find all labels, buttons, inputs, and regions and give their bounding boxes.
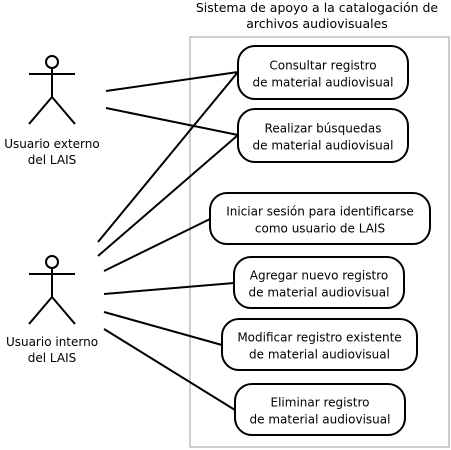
use-case-box [234, 383, 406, 436]
associations-layer [97, 71, 239, 411]
actor-label-line: del LAIS [28, 153, 76, 167]
association-externo-realizar [105, 107, 239, 136]
association-interno-modificar [103, 311, 223, 346]
use-case-label-line: Realizar búsquedas [265, 122, 382, 136]
association-interno-realizar [97, 134, 239, 257]
association-interno-agregar [103, 282, 235, 295]
system-title-line-1: Sistema de apoyo a la catalogación de [196, 0, 439, 15]
use-case-realizar: Realizar búsquedas de material audiovisua… [237, 108, 409, 163]
actor-head [45, 55, 59, 69]
use-case-box [237, 45, 409, 100]
actor-right-leg [51, 296, 76, 325]
use-case-label-line: Eliminar registro [271, 396, 370, 410]
actors-layer: Usuario externo del LAIS Usuario interno de… [4, 55, 100, 365]
use-case-label-line: de material audiovisual [249, 348, 390, 362]
actor-externo: Usuario externo del LAIS [4, 55, 100, 167]
association-interno-eliminar [103, 328, 236, 411]
use-case-eliminar: Eliminar registro de material audiovisual [234, 383, 406, 436]
system-title-line-2: archivos audiovisuales [246, 16, 388, 31]
use-case-agregar: Agregar nuevo registro de material audiov… [233, 256, 405, 309]
use-case-consultar: Consultar registro de material audiovisua… [237, 45, 409, 100]
use-case-modificar: Modificar registro existente de material … [221, 318, 418, 371]
actor-label-line: del LAIS [28, 351, 76, 365]
use-case-label-line: Iniciar sesión para identificarse [226, 205, 414, 219]
use-case-label-line: de material audiovisual [250, 413, 391, 427]
association-externo-consultar [105, 71, 239, 92]
actor-right-leg [51, 96, 76, 125]
use-cases-layer: Consultar registro de material audiovisua… [209, 45, 431, 436]
use-case-label-line: Agregar nuevo registro [250, 269, 388, 283]
use-case-label-line: Consultar registro [269, 59, 376, 73]
actor-label-line: Usuario interno [6, 335, 98, 349]
use-case-box [233, 256, 405, 309]
use-case-label-line: de material audiovisual [253, 76, 394, 90]
actor-left-leg [28, 96, 53, 125]
use-case-label-line: como usuario de LAIS [255, 222, 385, 236]
association-interno-consultar [97, 71, 239, 243]
use-case-box [221, 318, 418, 371]
association-interno-iniciar [103, 218, 211, 272]
system-boundary [189, 36, 450, 448]
use-case-iniciar: Iniciar sesión para identificarse como us… [209, 192, 431, 245]
use-case-box [237, 108, 409, 163]
actor-left-leg [28, 296, 53, 325]
use-case-label-line: de material audiovisual [253, 139, 394, 153]
use-case-box [209, 192, 431, 245]
actor-head [45, 255, 59, 269]
use-case-label-line: de material audiovisual [249, 286, 390, 300]
actor-interno: Usuario interno del LAIS [6, 255, 98, 365]
actor-label-line: Usuario externo [4, 137, 99, 151]
use-case-label-line: Modificar registro existente [237, 331, 401, 345]
